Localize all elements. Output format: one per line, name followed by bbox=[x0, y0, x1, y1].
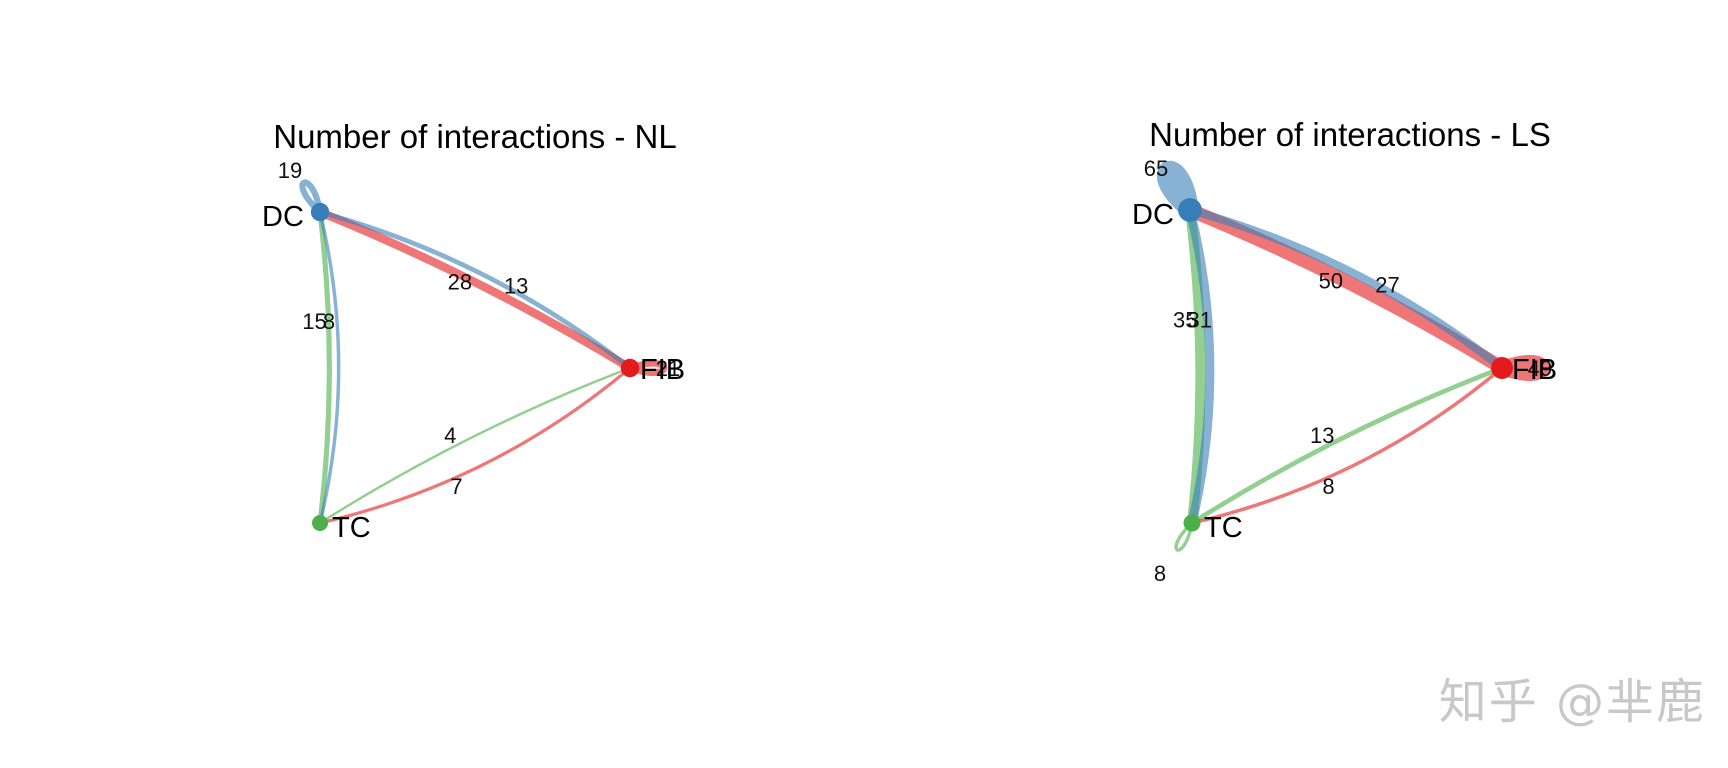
watermark-logo: 知乎 @芈鹿 bbox=[1438, 674, 1706, 730]
node-label-fib: FIB bbox=[640, 354, 685, 386]
edge-label: 28 bbox=[448, 269, 472, 294]
edge-dc-to-fib bbox=[317, 209, 633, 371]
edge-dc-to-fib bbox=[1185, 205, 1507, 373]
edge-dc-to-dc bbox=[1156, 160, 1199, 219]
edge-fib-to-fib bbox=[1495, 354, 1550, 382]
node-fib bbox=[620, 358, 640, 378]
edge-label: 31 bbox=[1188, 307, 1212, 332]
node-fib bbox=[1491, 357, 1513, 379]
edge-fib-to-tc bbox=[318, 366, 632, 525]
edge-label: 15 bbox=[302, 309, 326, 334]
node-dc bbox=[1178, 198, 1202, 222]
edge-label: 50 bbox=[1319, 268, 1343, 293]
edge-fib-to-fib bbox=[626, 360, 668, 376]
network-panel-1: Number of interactions - NL 19 28 13 158 4 7 21… bbox=[262, 118, 685, 544]
edge-label: 7 bbox=[450, 474, 462, 499]
node-label-dc: DC bbox=[1132, 199, 1174, 231]
edge-label: 8 bbox=[323, 309, 335, 334]
edge-label: 13 bbox=[504, 273, 528, 298]
edge-tc-to-dc bbox=[317, 209, 332, 526]
edge-tc-to-tc bbox=[1174, 521, 1194, 552]
panel-title: Number of interactions - LS bbox=[1149, 116, 1551, 153]
edge-label: 49 bbox=[1528, 356, 1552, 381]
edge-dc-to-tc bbox=[318, 210, 341, 525]
edge-label: 19 bbox=[278, 158, 302, 183]
panel-title: Number of interactions - NL bbox=[273, 118, 677, 155]
node-label-fib: FIB bbox=[1512, 354, 1557, 386]
edge-label: 4 bbox=[444, 423, 456, 448]
node-tc bbox=[312, 515, 328, 531]
edge-label: 35 bbox=[1173, 308, 1197, 333]
node-dc bbox=[310, 202, 330, 222]
node-label-dc: DC bbox=[262, 201, 304, 233]
edge-fib-to-dc bbox=[315, 207, 635, 373]
edge-dc-to-tc bbox=[1185, 205, 1215, 528]
edge-tc-to-fib bbox=[1189, 365, 1505, 526]
edge-tc-to-fib bbox=[318, 366, 632, 525]
edge-dc-to-dc bbox=[299, 179, 324, 216]
node-label-tc: TC bbox=[332, 512, 371, 544]
edge-fib-to-tc bbox=[1190, 366, 1504, 525]
node-tc bbox=[1183, 514, 1201, 532]
edge-label: 27 bbox=[1375, 272, 1399, 297]
node-label-tc: TC bbox=[1204, 512, 1243, 544]
edge-label: 8 bbox=[1154, 561, 1166, 586]
edge-fib-to-dc bbox=[1183, 203, 1509, 375]
edge-label: 13 bbox=[1310, 423, 1334, 448]
edge-label: 21 bbox=[656, 356, 680, 381]
edge-label: 65 bbox=[1144, 156, 1168, 181]
edge-label: 8 bbox=[1322, 474, 1334, 499]
